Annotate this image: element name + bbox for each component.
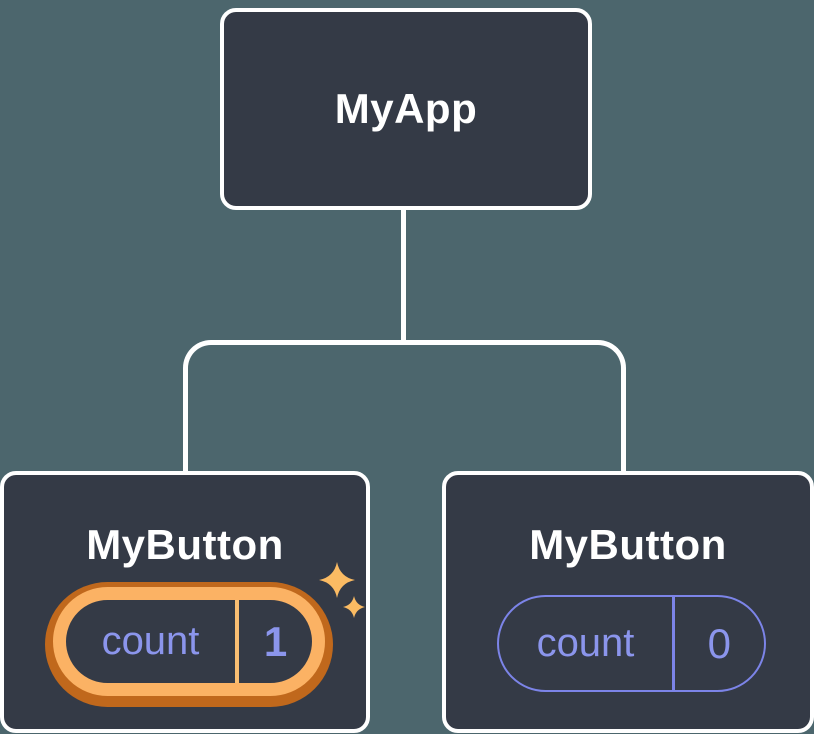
state-divider (672, 597, 675, 690)
connector-root-stem (401, 207, 406, 343)
component-node-mybutton-left: MyButton count 1 (0, 471, 370, 733)
state-divider (235, 600, 239, 683)
component-node-mybutton-right: MyButton count 0 (442, 471, 814, 733)
node-label: MyApp (334, 85, 478, 132)
node-label: MyButton (86, 521, 284, 568)
connector-branch (183, 340, 626, 472)
state-value: 0 (707, 619, 731, 667)
component-node-myapp: MyApp (220, 8, 592, 210)
node-label: MyButton (529, 521, 727, 568)
sparkle-icon (319, 562, 365, 618)
state-pill: count 0 (497, 595, 766, 692)
state-key: count (101, 619, 200, 663)
state-key: count (536, 621, 635, 665)
state-pill-highlighted: count 1 (53, 587, 325, 696)
state-value: 1 (263, 617, 288, 665)
